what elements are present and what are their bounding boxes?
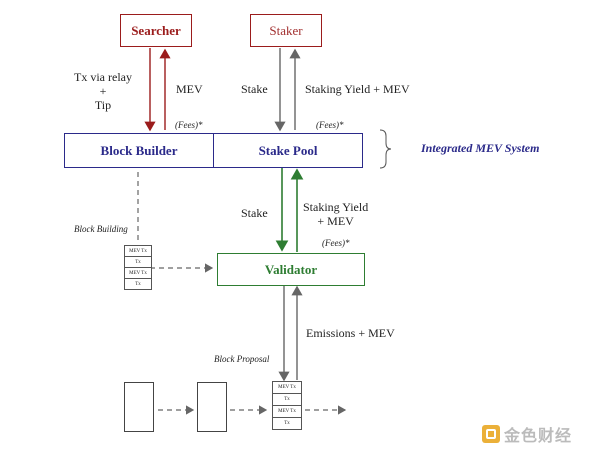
label-stake-mid: Stake — [241, 206, 268, 220]
staker-label: Staker — [269, 22, 303, 38]
label-integrated-mev: Integrated MEV System — [421, 141, 540, 155]
searcher-label: Searcher — [131, 22, 181, 38]
block-builder-label: Block Builder — [100, 142, 178, 158]
integrated-brace — [379, 129, 392, 169]
chain-block-1 — [124, 382, 154, 432]
label-block-building: Block Building — [74, 224, 128, 234]
block-builder-node: Block Builder — [64, 133, 214, 168]
chain-block-2 — [197, 382, 227, 432]
label-emissions-mev: Emissions + MEV — [306, 326, 395, 340]
label-staking-yield-top: Staking Yield + MEV — [305, 82, 410, 96]
stake-pool-node: Stake Pool — [213, 133, 363, 168]
label-stake-top: Stake — [241, 82, 268, 96]
staker-node: Staker — [250, 14, 322, 47]
watermark-text: 金色财经 — [504, 426, 573, 445]
label-fees-validator: (Fees)* — [322, 238, 350, 248]
watermark-logo-icon — [482, 425, 500, 443]
validator-label: Validator — [264, 261, 318, 277]
block-left-row: Tx — [124, 278, 152, 290]
label-mev: MEV — [176, 82, 203, 96]
stake-pool-label: Stake Pool — [258, 142, 318, 158]
label-block-proposal: Block Proposal — [214, 354, 270, 364]
chain-block-3: MEV Tx Tx MEV Tx Tx — [272, 381, 302, 430]
label-fees-builder: (Fees)* — [175, 120, 203, 130]
label-fees-pool: (Fees)* — [316, 120, 344, 130]
label-tx-via-relay: Tx via relay + Tip — [74, 70, 132, 112]
block-left: MEV Tx Tx MEV Tx Tx — [124, 245, 152, 290]
validator-node: Validator — [217, 253, 365, 286]
searcher-node: Searcher — [120, 14, 192, 47]
chain-block-row: Tx — [272, 417, 302, 430]
watermark: 金色财经 — [482, 422, 572, 446]
label-staking-yield-mid: Staking Yield + MEV — [303, 200, 369, 228]
